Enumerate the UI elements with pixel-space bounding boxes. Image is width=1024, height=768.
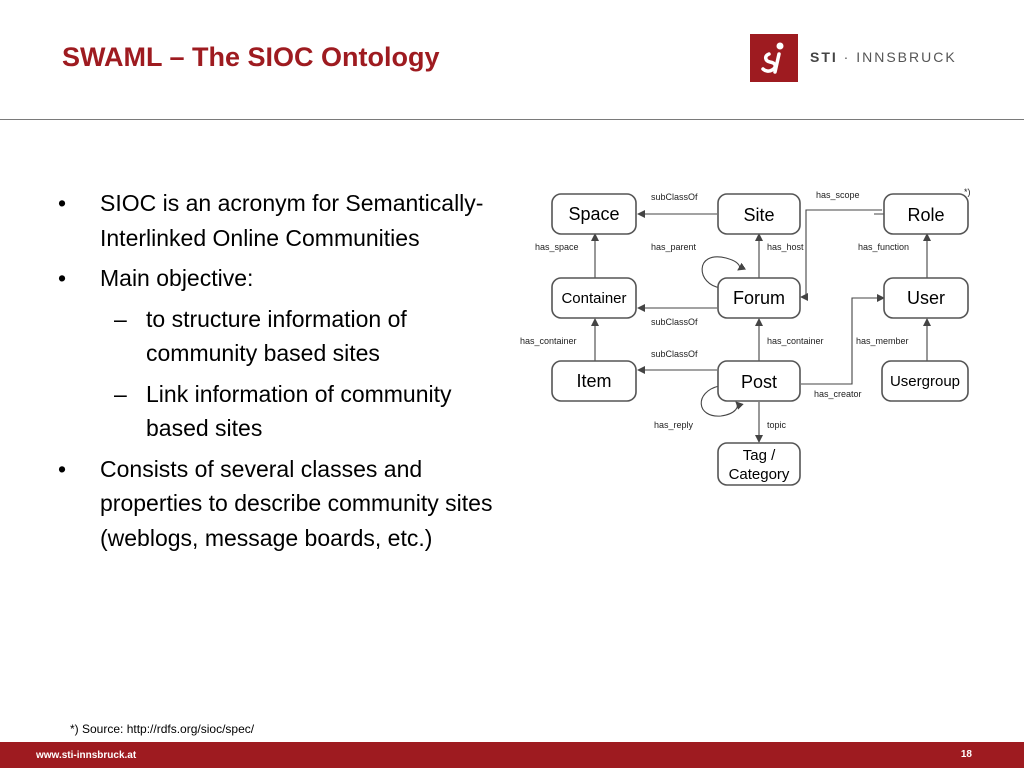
bullet-mark: • bbox=[58, 455, 67, 482]
bullet-mark: • bbox=[58, 265, 67, 291]
edge-label-subclassof-3: subClassOf bbox=[651, 349, 698, 359]
edge-post-reply-loop bbox=[700, 385, 744, 417]
node-space: Space bbox=[551, 193, 637, 235]
edge-label-has-function: has_function bbox=[858, 242, 909, 252]
bullet-item: • Main objective: bbox=[58, 261, 508, 296]
bullet-text: Main objective: bbox=[100, 265, 254, 291]
sti-logo-text: STI · INNSBRUCK bbox=[810, 49, 957, 65]
sub-bullet-mark: – bbox=[114, 305, 127, 332]
node-usergroup: Usergroup bbox=[881, 360, 969, 402]
source-footnote: *) Source: http://rdfs.org/sioc/spec/ bbox=[70, 722, 255, 736]
bullet-list: • SIOC is an acronym for Semantically-Int… bbox=[58, 186, 508, 561]
edge-label-has-reply: has_reply bbox=[654, 420, 694, 430]
edge-label-has-creator: has_creator bbox=[814, 389, 862, 399]
node-tag-label-line1: Tag / bbox=[743, 447, 776, 464]
node-container-label: Container bbox=[561, 290, 626, 307]
node-usergroup-label: Usergroup bbox=[890, 373, 960, 390]
sti-logo-icon bbox=[761, 42, 784, 74]
node-item-label: Item bbox=[576, 371, 611, 391]
edge-role-forum-scope bbox=[800, 209, 882, 301]
edge-label-has-container-2: has_container bbox=[767, 336, 824, 346]
sti-logo-mark bbox=[750, 34, 798, 82]
edge-label-subclassof-2: subClassOf bbox=[651, 317, 698, 327]
sub-bullet-item: –Link information of community based sit… bbox=[58, 377, 508, 446]
slide-title: SWAML – The SIOC Ontology bbox=[62, 42, 440, 72]
bullet-mark: • bbox=[58, 190, 67, 216]
edge-label-has-parent: has_parent bbox=[651, 242, 697, 252]
footer-bar: www.sti-innsbruck.at 18 bbox=[0, 742, 1024, 768]
edge-label-topic: topic bbox=[767, 420, 787, 430]
edge-label-subclassof: subClassOf bbox=[651, 192, 698, 202]
node-container: Container bbox=[551, 277, 637, 319]
bullet-text: Consists of several classes and properti… bbox=[100, 455, 493, 551]
edge-forum-parent-loop bbox=[701, 256, 747, 289]
edge-label-has-scope: has_scope bbox=[816, 190, 860, 200]
node-role-label: Role bbox=[907, 205, 944, 225]
bullet-item: • Consists of several classes and propert… bbox=[58, 452, 508, 556]
sub-bullet-text: to structure information of community ba… bbox=[146, 305, 407, 367]
edge-label-has-member: has_member bbox=[856, 336, 909, 346]
diagram-edges: subClassOf has_scope has_space has_paren… bbox=[520, 190, 931, 443]
node-tag-category: Tag / Category bbox=[717, 442, 801, 486]
logo-text-rest: · INNSBRUCK bbox=[837, 49, 957, 65]
diagram-footnote-marker: *) bbox=[964, 187, 971, 197]
edge-label-has-container: has_container bbox=[520, 336, 577, 346]
node-forum: Forum bbox=[717, 277, 801, 319]
node-site-label: Site bbox=[743, 205, 774, 225]
sioc-ontology-diagram: *) subClassOf has_scope has_space has_pa… bbox=[520, 187, 971, 486]
node-user-label: User bbox=[907, 288, 945, 308]
sti-logo: STI · INNSBRUCK bbox=[750, 34, 1000, 84]
logo-text-bold: STI bbox=[810, 49, 838, 65]
edge-label-has-space: has_space bbox=[535, 242, 579, 252]
sub-bullet-mark: – bbox=[114, 380, 127, 407]
sub-bullet-item: –to structure information of community b… bbox=[58, 302, 508, 371]
edge-label-has-host: has_host bbox=[767, 242, 804, 252]
bullet-text: SIOC is an acronym for Semantically-Inte… bbox=[100, 190, 484, 251]
node-role: Role bbox=[883, 193, 969, 235]
node-tag-label-line2: Category bbox=[729, 466, 790, 483]
node-user: User bbox=[883, 277, 969, 319]
node-item: Item bbox=[551, 360, 637, 402]
page-number: 18 bbox=[960, 749, 972, 760]
sub-bullet-text: Link information of community based site… bbox=[146, 380, 452, 442]
node-post: Post bbox=[717, 360, 801, 402]
bullet-item: • SIOC is an acronym for Semantically-Int… bbox=[58, 186, 508, 255]
node-site: Site bbox=[717, 193, 801, 235]
header-divider bbox=[0, 119, 1024, 120]
node-space-label: Space bbox=[568, 204, 619, 224]
node-forum-label: Forum bbox=[733, 288, 785, 308]
footer-url: www.sti-innsbruck.at bbox=[36, 750, 137, 761]
node-post-label: Post bbox=[741, 372, 777, 392]
